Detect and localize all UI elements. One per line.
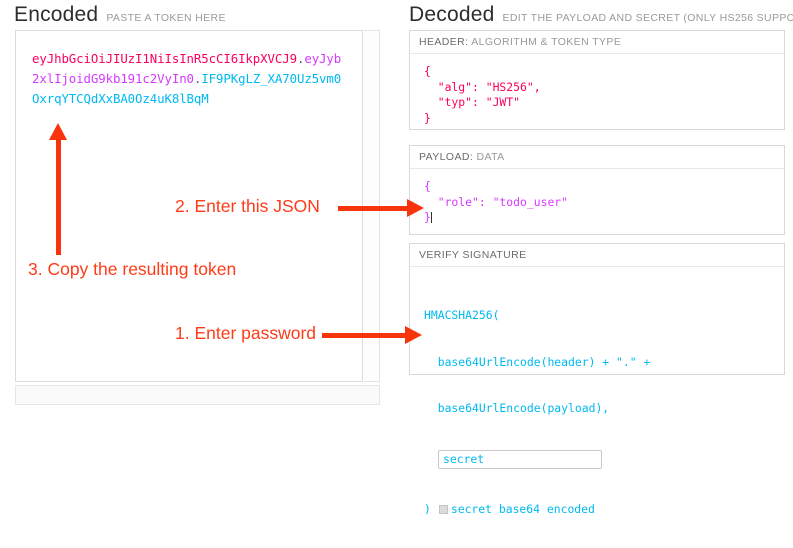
annotation-step-3: 3. Copy the resulting token [28,259,237,279]
decoded-subtitle: EDIT THE PAYLOAD AND SECRET (ONLY HS256 … [502,12,793,24]
annotation-arrow-2-icon [338,199,424,217]
decoded-payload-section: PAYLOAD: DATA { "role": "todo_user" } [409,145,785,235]
arrow-3-head [49,123,67,140]
payload-json-text: { "role": "todo_user" } [424,179,569,224]
encoded-subtitle: PASTE A TOKEN HERE [106,12,226,24]
encoded-panel: Encoded PASTE A TOKEN HERE eyJhbGciOiJIUz… [0,0,395,411]
encoded-heading: Encoded PASTE A TOKEN HERE [14,3,226,27]
decoded-panel: Decoded EDIT THE PAYLOAD AND SECRET (ONLY… [401,0,793,516]
decoded-heading: Decoded EDIT THE PAYLOAD AND SECRET (ONLY… [409,3,793,27]
payload-section-label-strong: PAYLOAD: [419,151,474,163]
payload-section-label-rest: DATA [473,151,505,163]
decoded-signature-section: VERIFY SIGNATURE HMACSHA256( base64UrlEn… [409,243,785,516]
encoded-token-editor[interactable]: eyJhbGciOiJIUzI1NiIsInR5cCI6IkpXVCJ9.eyJ… [15,30,363,382]
annotation-step-1: 1. Enter password [175,323,317,343]
signature-close-paren: ) [424,501,431,516]
base64-encoded-checkbox[interactable] [438,504,448,514]
signature-section-label-strong: VERIFY SIGNATURE [419,249,527,261]
base64-encoded-label[interactable]: secret base64 encoded [450,501,595,516]
signature-close-line: ) secret base64 encoded [424,502,784,518]
annotation-arrow-3-up-icon [49,123,67,255]
signature-section-label: VERIFY SIGNATURE [410,244,784,267]
encoded-status-bar [15,385,380,405]
arrow-2-head [407,199,424,217]
arrow-1-shaft [322,333,406,338]
header-section-label-rest: ALGORITHM & TOKEN TYPE [468,36,622,48]
token-signature-part: IF9PKgLZ_XA70Uz5vm0OxrqYTCQdXxBA0Oz4uK8l… [32,71,342,106]
arrow-3-shaft [56,137,61,255]
signature-formula: HMACSHA256( base64UrlEncode(header) + ".… [410,267,784,548]
arrow-2-shaft [338,206,408,211]
annotation-step-2: 2. Enter this JSON [175,196,320,216]
secret-input[interactable] [438,449,602,469]
signature-line-3: base64UrlEncode(payload), [424,401,610,415]
signature-line-2: base64UrlEncode(header) + "." + [424,354,651,369]
text-caret [430,212,432,223]
payload-section-label: PAYLOAD: DATA [410,146,784,169]
header-json-editor[interactable]: { "alg": "HS256", "typ": "JWT" } [424,64,541,125]
encoded-title: Encoded [14,3,99,26]
payload-json-editor[interactable]: { "role": "todo_user" } [410,169,784,226]
decoded-header-section: HEADER: ALGORITHM & TOKEN TYPE { "alg": … [409,30,785,130]
signature-line-1: HMACSHA256( [424,308,500,322]
header-section-label-strong: HEADER: [419,36,469,48]
token-header-part: eyJhbGciOiJIUzI1NiIsInR5cCI6IkpXVCJ9 [32,51,297,66]
token-dot-2: . [193,71,202,86]
jwt-token-text[interactable]: eyJhbGciOiJIUzI1NiIsInR5cCI6IkpXVCJ9.eyJ… [32,49,348,109]
annotation-arrow-1-icon [322,326,422,344]
arrow-1-head [405,326,422,344]
decoded-title: Decoded [409,3,495,26]
header-section-label: HEADER: ALGORITHM & TOKEN TYPE [410,31,784,54]
token-payload-part: eyJyb2xlIjoidG9kb191c2VyIn0 [32,51,342,86]
token-dot-1: . [296,51,305,66]
